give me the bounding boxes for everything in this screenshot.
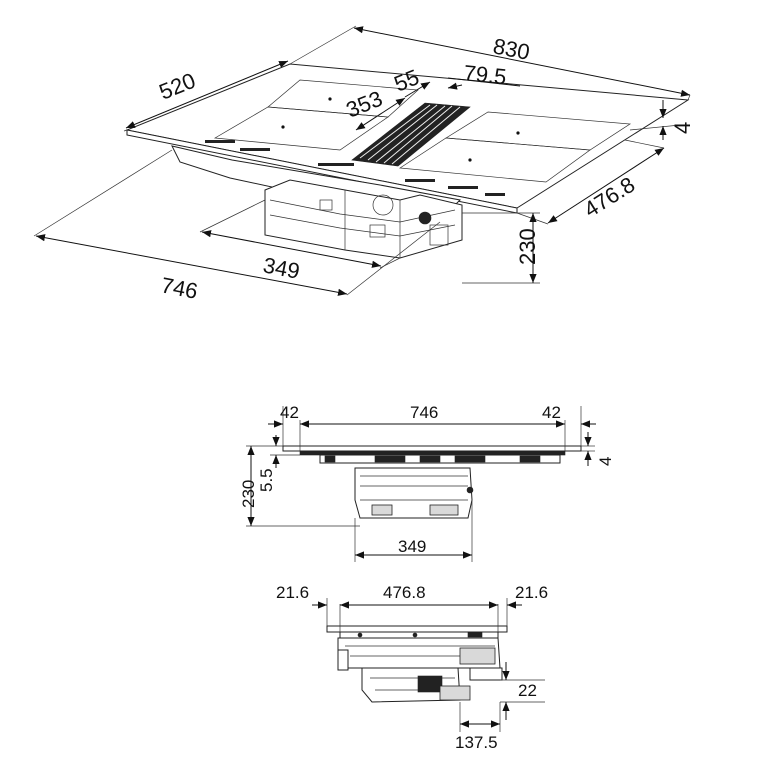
side-dim-rear-depth: 137.5 bbox=[455, 733, 498, 752]
side-dim-cutout-depth: 476.8 bbox=[383, 583, 426, 602]
side-glass bbox=[326, 625, 508, 633]
dim-glass-thickness: 4 bbox=[670, 122, 695, 134]
dim-width-total: 830 bbox=[491, 33, 532, 65]
side-dim-offset: 22 bbox=[518, 681, 537, 700]
side-dimensions: 21.6 476.8 21.6 22 137.5 bbox=[276, 583, 548, 752]
dim-cutout-depth: 476.8 bbox=[579, 172, 639, 222]
dim-cutout-width: 746 bbox=[159, 272, 200, 304]
front-dim-glass: 4 bbox=[596, 457, 615, 466]
dim-vent-width: 79.5 bbox=[462, 60, 507, 89]
front-dimensions: 42 746 42 4 230 5.5 349 bbox=[239, 403, 615, 562]
front-frame bbox=[299, 450, 566, 456]
side-dim-left-margin: 21.6 bbox=[276, 583, 309, 602]
side-dim-right-margin: 21.6 bbox=[515, 583, 548, 602]
front-dim-total-height: 230 bbox=[239, 480, 258, 508]
front-dim-left-margin: 42 bbox=[280, 403, 299, 422]
dim-install-height: 230 bbox=[515, 228, 540, 265]
front-dim-cutout-width: 746 bbox=[410, 403, 438, 422]
front-glass bbox=[282, 445, 582, 452]
front-dim-frame-height: 5.5 bbox=[257, 468, 276, 492]
front-dim-motor-width: 349 bbox=[398, 537, 426, 556]
iso-zone-right-rear bbox=[444, 111, 632, 151]
side-view bbox=[326, 625, 508, 703]
front-view bbox=[282, 445, 582, 519]
dim-depth-total: 520 bbox=[156, 68, 199, 105]
front-dim-right-margin: 42 bbox=[542, 403, 561, 422]
